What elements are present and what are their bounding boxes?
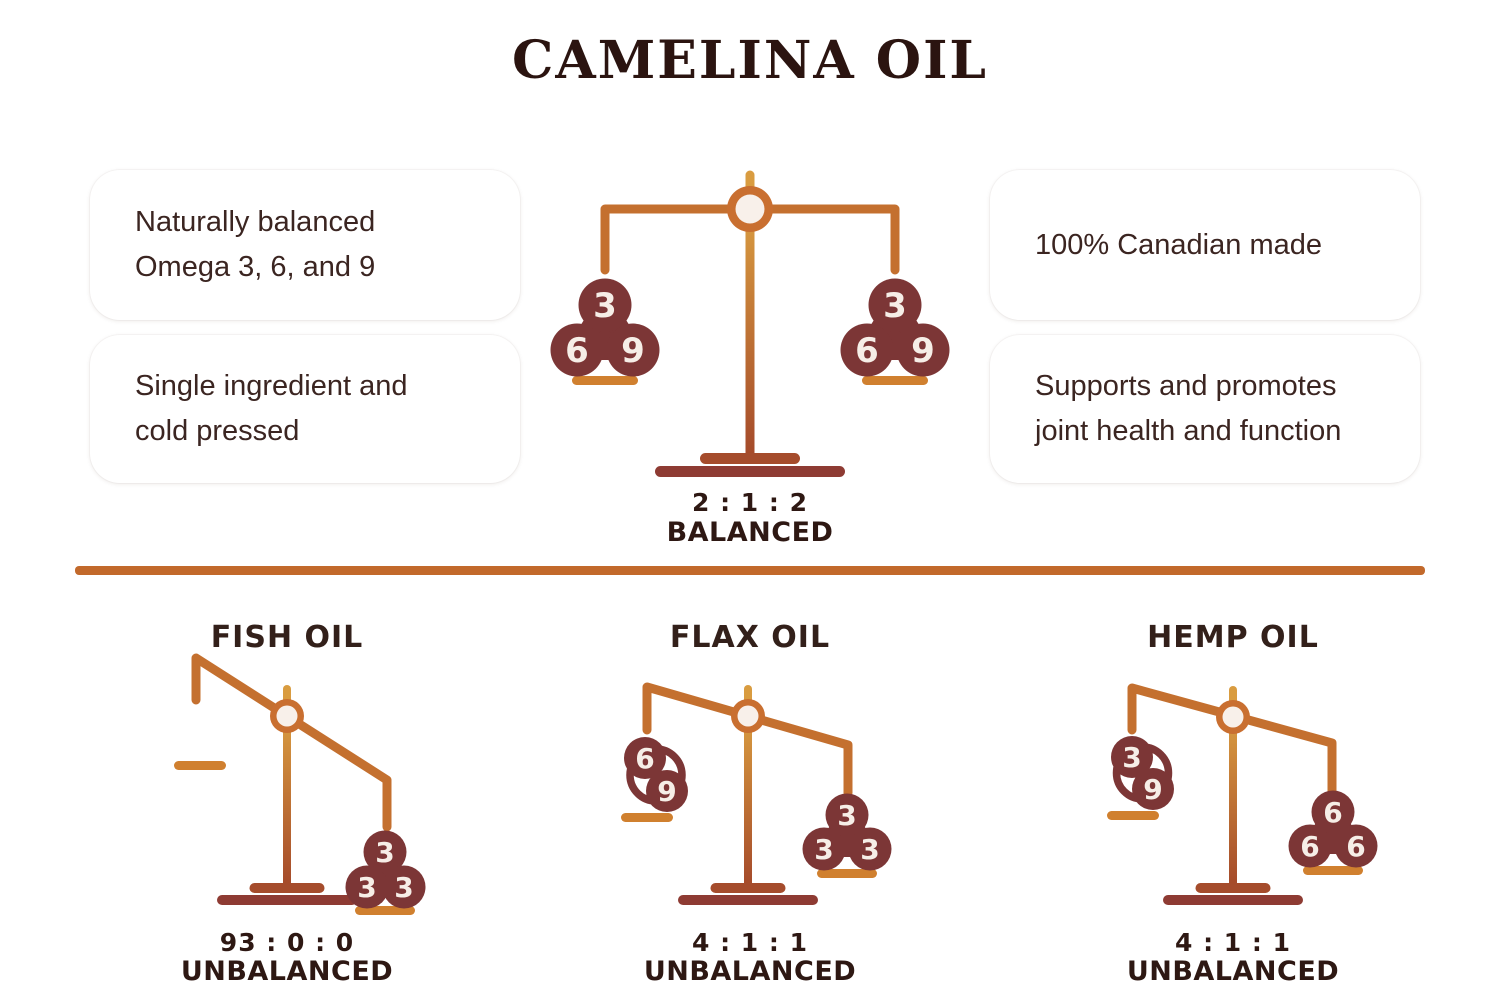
info-box-line: Naturally balanced (135, 206, 376, 238)
weight-circle (363, 830, 407, 874)
base-upper-bar (700, 453, 800, 464)
left-pan-empty (174, 761, 226, 770)
pivot-center (276, 705, 298, 727)
right-weight-cluster: 3 3 3 (802, 793, 892, 871)
omega-6-weight: 6 (855, 331, 879, 371)
fish-oil-ratio: 93 : 0 : 0 (219, 928, 355, 957)
omega-9-weight: 9 (657, 775, 676, 808)
weight-circle (382, 865, 426, 909)
omega-3-weight: 3 (375, 836, 394, 869)
right-pan (817, 869, 877, 878)
flax-oil-scale-icon: 6 9 3 3 3 (621, 682, 892, 905)
omega-9-weight: 9 (1143, 773, 1162, 806)
omega-3-weight: 3 (814, 833, 833, 866)
left-pan (621, 813, 673, 822)
weight-circle (624, 737, 666, 779)
base-upper-bar (249, 883, 325, 893)
pivot-center (1222, 706, 1244, 728)
omega-6-weight: 6 (1346, 830, 1365, 863)
weight-circle (840, 323, 894, 377)
flax-oil-ratio: 4 : 1 : 1 (692, 928, 808, 957)
omega-3-weight: 3 (593, 286, 617, 326)
info-box-line: joint health and function (1035, 415, 1342, 447)
weight-circle (345, 865, 389, 909)
info-box-line: cold pressed (135, 415, 300, 447)
right-pan (1303, 866, 1363, 875)
weight-circle (606, 323, 660, 377)
base-lower-bar (217, 895, 357, 905)
right-weight-cluster: 3 3 3 (345, 830, 426, 909)
left-weight-pair: 3 9 (1111, 736, 1174, 810)
page-title: CAMELINA OIL (512, 30, 988, 91)
left-weight-cluster: 3 6 9 (550, 278, 660, 377)
left-weight-pair: 6 9 (624, 737, 688, 812)
info-box-line: Single ingredient and (135, 370, 408, 402)
weight-circle (1111, 736, 1153, 778)
omega-6-weight: 6 (635, 742, 654, 775)
info-box-single-ingredient: Single ingredient and cold pressed (90, 335, 520, 483)
pivot-center (735, 194, 765, 224)
base-lower-bar (678, 895, 818, 905)
right-pan (862, 376, 928, 385)
omega-6-weight: 6 (1300, 830, 1319, 863)
right-weight-cluster: 3 6 9 (840, 278, 950, 377)
omega-3-weight: 3 (837, 799, 856, 832)
weight-circle (1132, 768, 1174, 810)
base-lower-bar (655, 466, 845, 477)
info-box-canadian-made: 100% Canadian made (990, 170, 1420, 320)
left-pan (1107, 811, 1159, 820)
hemp-oil-header: HEMP OIL (1147, 620, 1319, 655)
omega-6-weight: 6 (565, 331, 589, 371)
weight-circle (825, 793, 869, 837)
weight-circle (896, 323, 950, 377)
base-upper-bar (1195, 883, 1271, 893)
omega-3-weight: 3 (394, 871, 413, 904)
omega-3-weight: 3 (357, 871, 376, 904)
flax-oil-status: UNBALANCED (643, 956, 857, 987)
fish-oil-status: UNBALANCED (180, 956, 394, 987)
center-status: BALANCED (666, 517, 834, 548)
hemp-oil-status: UNBALANCED (1126, 956, 1340, 987)
base-lower-bar (1163, 895, 1303, 905)
info-box-joint-health: Supports and promotes joint health and f… (990, 335, 1420, 483)
weight-circle (1334, 824, 1378, 868)
center-ratio: 2 : 1 : 2 (692, 488, 808, 517)
left-pan (572, 376, 638, 385)
info-box-line: Omega 3, 6, and 9 (135, 251, 376, 283)
flax-oil-header: FLAX OIL (669, 620, 831, 655)
weight-circle (646, 770, 688, 812)
omega-3-weight: 3 (860, 833, 879, 866)
base-upper-bar (710, 883, 786, 893)
info-box-line: Supports and promotes (1035, 370, 1337, 402)
info-box-line: 100% Canadian made (1035, 228, 1322, 261)
pivot-center (737, 705, 759, 727)
omega-3-weight: 3 (883, 286, 907, 326)
weight-circle (1311, 790, 1355, 834)
weight-circle (868, 278, 922, 332)
fish-oil-scale-icon: 3 3 3 (174, 653, 426, 915)
fish-oil-header: FISH OIL (210, 620, 364, 655)
balanced-scale-icon: 3 6 9 3 6 9 (550, 170, 950, 477)
omega-9-weight: 9 (911, 331, 935, 371)
section-divider (75, 566, 1425, 575)
hemp-oil-ratio: 4 : 1 : 1 (1175, 928, 1291, 957)
omega-9-weight: 9 (621, 331, 645, 371)
hemp-oil-scale-icon: 3 9 6 6 6 (1107, 683, 1378, 905)
weight-circle (578, 278, 632, 332)
omega-6-weight: 6 (1323, 796, 1342, 829)
omega-3-weight: 3 (1122, 741, 1141, 774)
weight-circle (1288, 824, 1332, 868)
info-box-naturally-balanced: Naturally balanced Omega 3, 6, and 9 (90, 170, 520, 320)
weight-circle (550, 323, 604, 377)
scale-beam-tilted (191, 653, 392, 832)
right-weight-cluster: 6 6 6 (1288, 790, 1378, 868)
weight-circle (802, 827, 846, 871)
weight-circle (848, 827, 892, 871)
